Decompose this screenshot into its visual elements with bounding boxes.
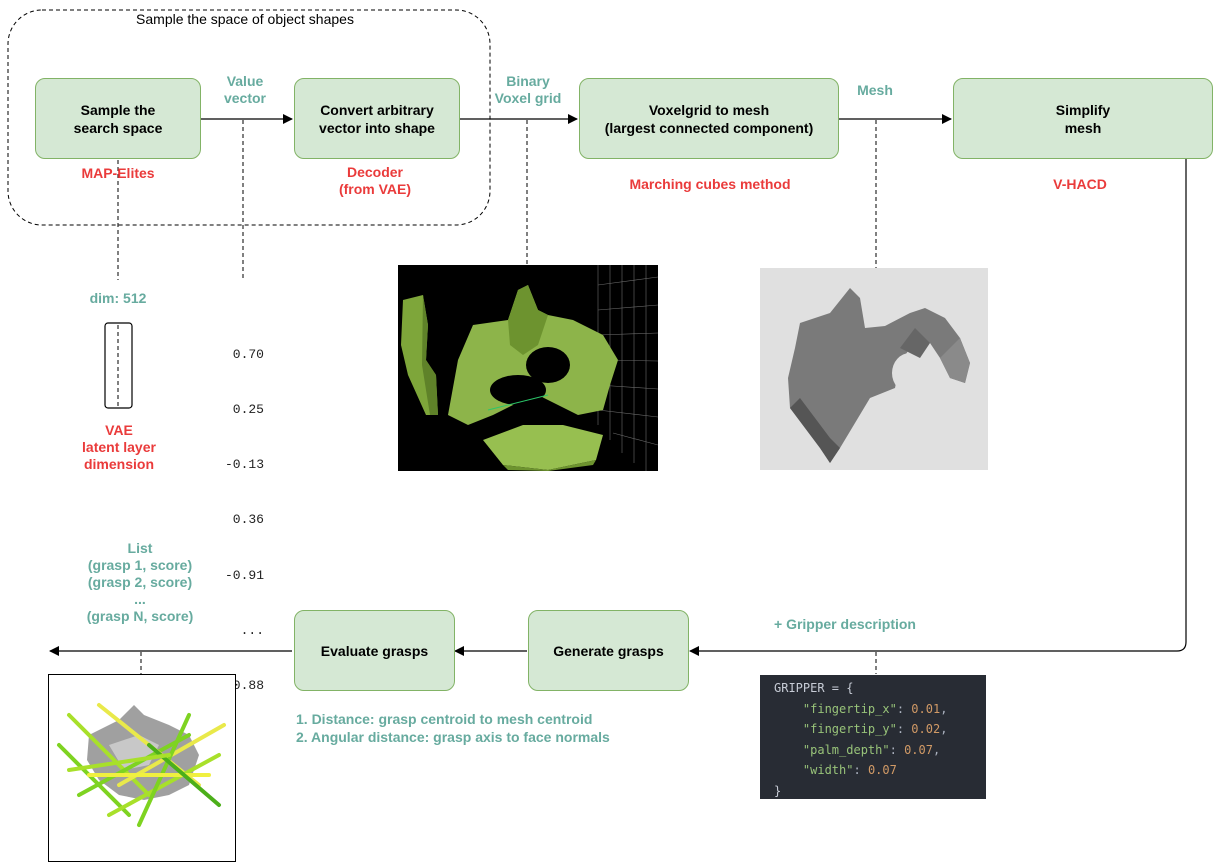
group-frame [7, 9, 491, 226]
voxel-grid-image [398, 265, 658, 471]
vhacd-label: V-HACD [1053, 176, 1107, 192]
evaluate-grasps-box[interactable]: Evaluate grasps [294, 610, 455, 691]
binary-voxel-label: Binary Voxel grid [494, 73, 562, 106]
code-key: "width" [802, 763, 854, 778]
group-label: Sample the space of object shapes [136, 11, 354, 27]
gripper-code-block: GRIPPER = { "fingertip_x": 0.01, "finger… [760, 675, 986, 799]
grasp-list-label: List (grasp 1, score) (grasp 2, score) .… [86, 540, 194, 624]
convert-vector-box[interactable]: Convert arbitrary vector into shape [294, 78, 460, 159]
code-value: 0.02 [911, 722, 941, 737]
code-value: 0.07 [904, 742, 933, 757]
arrow-simplify-to-generate [689, 158, 1187, 656]
gripper-description-label: + Gripper description [774, 616, 916, 632]
evaluation-criteria: 1. Distance: grasp centroid to mesh cent… [296, 710, 716, 746]
vector-value: -0.13 [224, 457, 264, 473]
generate-grasps-box[interactable]: Generate grasps [528, 610, 689, 691]
value-vector-label: Value vector [223, 73, 267, 106]
code-open: GRIPPER = { [774, 681, 854, 695]
vector-value: 0.70 [232, 346, 264, 362]
mesh-label: Mesh [857, 82, 893, 98]
value-vector-list: 0.70 0.25 -0.13 0.36 -0.91 ... -0.88 [200, 309, 264, 714]
decoder-label: Decoder (from VAE) [338, 164, 412, 197]
vector-value: -0.91 [224, 567, 264, 583]
voxelgrid-to-mesh-box[interactable]: Voxelgrid to mesh (largest connected com… [579, 78, 839, 159]
map-elites-label: MAP-Elites [81, 165, 155, 181]
vector-value: 0.25 [232, 402, 264, 418]
grasp-result-image [48, 674, 236, 862]
mesh-image [760, 268, 988, 470]
code-key: "fingertip_x" [802, 701, 897, 716]
latent-layer-rect [104, 322, 133, 409]
code-key: "fingertip_y" [802, 722, 897, 737]
code-close: } [774, 783, 782, 798]
dim-label: dim: 512 [89, 290, 147, 306]
criterion-item: 2. Angular distance: grasp axis to face … [296, 729, 610, 745]
code-value: 0.07 [867, 763, 897, 778]
marching-cubes-label: Marching cubes method [629, 176, 791, 192]
simplify-mesh-box[interactable]: Simplify mesh [953, 78, 1213, 159]
code-key: "palm_depth" [802, 742, 890, 757]
vector-value: 0.36 [232, 512, 264, 528]
code-value: 0.01 [911, 701, 941, 716]
sample-search-space-box[interactable]: Sample the search space [35, 78, 201, 159]
criterion-item: 1. Distance: grasp centroid to mesh cent… [296, 711, 593, 727]
vector-value: ... [240, 622, 264, 638]
vae-label: VAE latent layer dimension [82, 422, 156, 472]
